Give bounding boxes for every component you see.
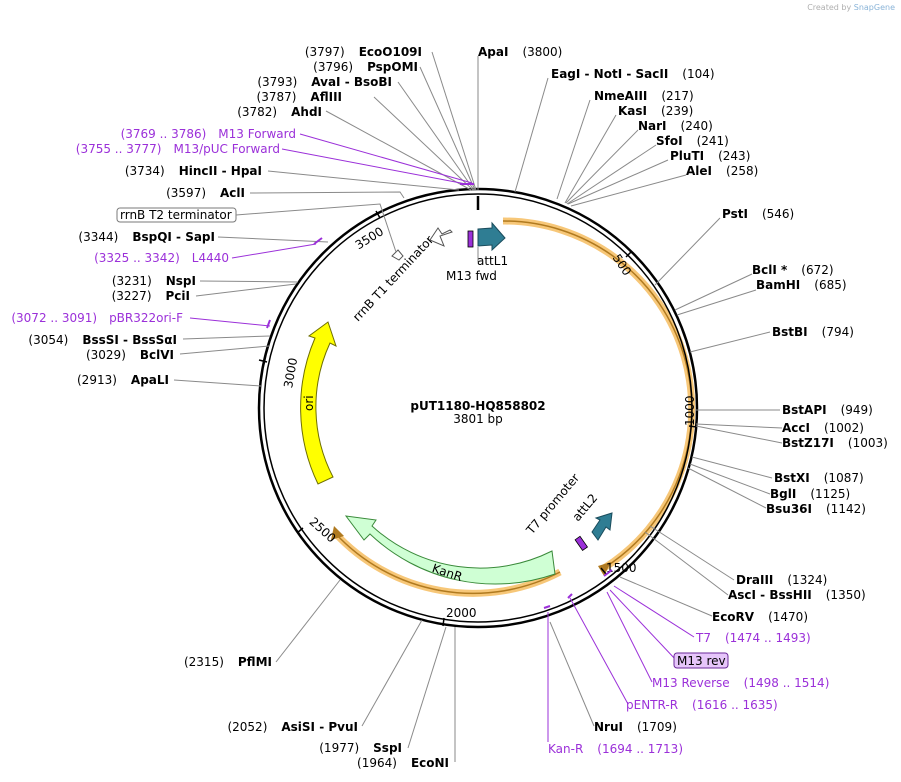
site-sspi: (1977)SspI [319, 741, 402, 755]
site-bcli: BclI *(672) [752, 263, 834, 277]
site-bstxi: BstXI(1087) [774, 471, 864, 485]
site-pspomi: (3796)PspOMI [313, 60, 418, 74]
m13-fwd-label: M13 fwd [446, 269, 497, 283]
m13-rev-box [673, 652, 729, 669]
tick-mark-2000 [442, 617, 445, 627]
primer-l4440: (3325 .. 3342)L4440 [94, 251, 229, 265]
insert-arrow-head-right [598, 562, 611, 576]
site-kasi: KasI(239) [618, 104, 693, 118]
site-ecoo109i: (3797)EcoO109I [305, 45, 422, 59]
site-alei: AleI(258) [686, 164, 758, 178]
site-draiii: DraIII(1324) [736, 573, 827, 587]
snapgene-credit: Created by SnapGene [807, 3, 895, 12]
rrnb-t2-label: rrnB T2 terminator [120, 208, 232, 222]
primer-t7: T7(1474 .. 1493) [695, 631, 811, 645]
site-eagi-noti-sacii: EagI - NotI - SacII(104) [551, 67, 715, 81]
tick-label-3000: 3000 [281, 357, 300, 390]
attl1-label: attL1 [477, 254, 508, 268]
tick-mark-3500 [375, 210, 381, 219]
insert-arrow-head-bottom [331, 526, 344, 540]
rrnb-t2-arrow [391, 249, 404, 261]
plasmid-size: 3801 bp [453, 412, 503, 426]
credit-prefix: Created by [807, 3, 852, 12]
site-avai-bsobi: (3793)AvaI - BsoBI [257, 75, 392, 89]
rrnb-t1-arrow [429, 227, 453, 247]
attl2-arrow [591, 512, 613, 541]
t7-promoter-label: T7 promoter [523, 471, 582, 538]
site-acli: (3597)AclI [166, 186, 245, 200]
kanr-label: KanR [430, 561, 464, 584]
site-bstz17i: BstZ17I(1003) [782, 436, 888, 450]
primer-m13-puc-forward: (3755 .. 3777)M13/pUC Forward [76, 142, 280, 156]
site-nari: NarI(240) [638, 119, 713, 133]
site-bspqi-sapi: (3344)BspQI - SapI [78, 230, 215, 244]
site-nspi: (3231)NspI [112, 274, 196, 288]
primer-m13-forward: (3769 .. 3786)M13 Forward [121, 127, 296, 141]
tick-mark-1500 [600, 567, 607, 575]
backbone-inner [263, 193, 693, 623]
site-pluti: PluTI(243) [670, 149, 750, 163]
ori-label: ori [302, 395, 316, 411]
primer-leaders [189, 133, 695, 742]
site-bgli: BglI(1125) [770, 487, 850, 501]
site-acci: AccI(1002) [782, 421, 864, 435]
attl1-arrow [477, 221, 506, 252]
site-bstbi: BstBI(794) [772, 325, 854, 339]
attl2-label: attL2 [570, 491, 601, 524]
t7-promoter-mark [574, 535, 589, 552]
kanr-feature [344, 515, 556, 585]
primer-m13-rev: M13 rev [677, 654, 726, 668]
credit-brand: SnapGene [853, 3, 895, 12]
primer-m13-reverse: M13 Reverse(1498 .. 1514) [652, 676, 829, 690]
primer-kan-r: Kan-R(1694 .. 1713) [548, 742, 683, 756]
site-apai: ApaI(3800) [478, 45, 562, 59]
site-asisi-pvui: (2052)AsiSI - PvuI [227, 720, 358, 734]
site-ahdi: (3782)AhdI [237, 105, 322, 119]
left-leaders [173, 51, 477, 762]
tick-label-1000: 1000 [683, 395, 697, 426]
site-bsssi: (3054)BssSI - BssSαI [28, 333, 177, 347]
site-pflmi: (2315)PflMI [184, 655, 272, 669]
rrnb-t2-leader [235, 203, 397, 253]
ori-feature [300, 321, 337, 485]
site-apali: (2913)ApaLI [77, 373, 169, 387]
site-bamhi: BamHI(685) [756, 278, 847, 292]
primer-pbr322ori-f: (3072 .. 3091)pBR322ori-F [11, 311, 183, 325]
site-econi: (1964)EcoNI [357, 756, 449, 770]
tick-label-2000: 2000 [446, 606, 477, 620]
site-bstapi: BstAPI(949) [782, 403, 873, 417]
site-ecorv: EcoRV(1470) [712, 610, 808, 624]
primer-marks [266, 183, 613, 609]
site-bclvi: (3029)BclVI [86, 348, 174, 362]
insert-line-bottom [334, 532, 561, 595]
tick-label-2500: 2500 [307, 515, 339, 546]
site-afliii: (3787)AflIII [257, 90, 342, 104]
insert-line-right [502, 220, 693, 569]
tick-label-1500: 1500 [606, 561, 637, 575]
right-leaders [477, 56, 783, 727]
plasmid-name: pUT1180-HQ858802 [410, 399, 545, 413]
tick-mark-2500 [296, 527, 304, 534]
tick-mark-500 [625, 250, 633, 258]
site-hincii-hpai: (3734)HincII - HpaI [125, 164, 262, 178]
site-psti: PstI(546) [722, 207, 794, 221]
site-asci-bsshii: AscI - BssHII(1350) [728, 588, 866, 602]
site-nmeaiii: NmeAIII(217) [594, 89, 694, 103]
site-pcii: (3227)PciI [112, 289, 190, 303]
site-bsu36i: Bsu36I(1142) [766, 502, 866, 516]
site-sfoi: SfoI(241) [656, 134, 729, 148]
tick-label-3500: 3500 [353, 224, 386, 252]
tick-mark-3000 [258, 359, 268, 363]
primer-pentr-r: pENTR-R(1616 .. 1635) [626, 698, 778, 712]
site-nrui: NruI(1709) [594, 720, 677, 734]
tick-mark-1000 [688, 425, 698, 428]
m13-fwd-primer-mark [467, 230, 474, 248]
